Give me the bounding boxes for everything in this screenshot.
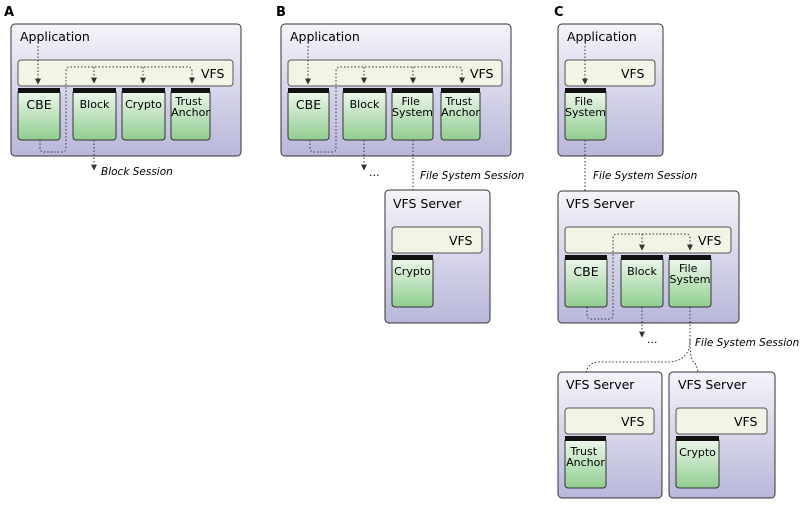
- component-label: Trust Anchor: [566, 445, 605, 469]
- vfs-label-server-c1: VFS: [698, 233, 722, 248]
- component-block-a: Block: [72, 88, 117, 141]
- application-title-a: Application: [20, 29, 90, 44]
- component-label: File System: [669, 262, 710, 286]
- component-label: Crypto: [679, 446, 716, 459]
- component-cbe-b: CBE: [287, 88, 330, 141]
- component-crypto-c: Crypto: [675, 436, 720, 489]
- component-label: Crypto: [394, 265, 431, 278]
- component-label: Crypto: [125, 98, 162, 111]
- vfs-bar-server-c3: [675, 407, 768, 435]
- component-label: File System: [565, 95, 606, 119]
- ellipsis-c: ...: [647, 333, 658, 346]
- panel-letter-c: C: [554, 5, 564, 20]
- component-file-system-c: File System: [564, 88, 607, 141]
- component-trust-anchor-a: Trust Anchor: [170, 88, 211, 141]
- application-title-b: Application: [290, 29, 360, 44]
- connector: [586, 233, 693, 320]
- vfs-label-b: VFS: [470, 66, 494, 81]
- component-trust-anchor-b: Trust Anchor: [440, 88, 481, 141]
- vfs-label-server-b: VFS: [449, 233, 473, 248]
- component-label: CBE: [573, 264, 598, 279]
- component-label: Trust Anchor: [171, 95, 210, 119]
- panel-letter-b: B: [276, 5, 286, 20]
- component-label: File System: [392, 95, 433, 119]
- component-label: CBE: [26, 97, 51, 112]
- component-crypto-server-b: Crypto: [391, 255, 434, 308]
- connector: [309, 66, 465, 153]
- panel-letter-a: A: [4, 5, 14, 20]
- vfs-server-title-c1: VFS Server: [566, 196, 635, 211]
- application-title-c: Application: [567, 29, 637, 44]
- component-trust-anchor-c: Trust Anchor: [564, 436, 607, 489]
- file-system-session-label-c2: File System Session: [695, 337, 799, 349]
- component-label: Block: [350, 98, 380, 111]
- vfs-bar-server-b: [391, 226, 483, 254]
- component-block-c: Block: [620, 255, 664, 308]
- component-cbe-c: CBE: [564, 255, 608, 308]
- vfs-server-title-c2: VFS Server: [566, 377, 635, 392]
- panel-b: B Application VFS CBE Block File System: [276, 5, 524, 324]
- component-file-system-c2: File System: [668, 255, 712, 308]
- component-label: Block: [80, 98, 110, 111]
- component-label: Trust Anchor: [441, 95, 480, 119]
- vfs-bar-server-c2: [564, 407, 655, 435]
- vfs-label-server-c2: VFS: [621, 414, 645, 429]
- block-session-label: Block Session: [101, 166, 173, 178]
- vfs-server-title-c3: VFS Server: [678, 377, 747, 392]
- vfs-label-a: VFS: [201, 66, 225, 81]
- vfs-label-c: VFS: [621, 66, 645, 81]
- file-system-session-label-c1: File System Session: [593, 170, 697, 182]
- component-block-b: Block: [342, 88, 387, 141]
- component-crypto-a: Crypto: [121, 88, 166, 141]
- connector: [39, 66, 195, 153]
- vfs-label-server-c3: VFS: [734, 414, 758, 429]
- ellipsis-b: ...: [369, 166, 380, 179]
- file-system-session-label-b: File System Session: [420, 170, 524, 182]
- component-label: Block: [627, 265, 657, 278]
- panel-a: A Application VFS CBE Block Crypto Trust…: [4, 5, 242, 178]
- component-label: CBE: [296, 97, 321, 112]
- panel-c: C Application VFS File System File Syste…: [554, 5, 799, 499]
- vfs-server-title-b: VFS Server: [393, 196, 462, 211]
- component-file-system-b: File System: [391, 88, 434, 141]
- component-cbe-a: CBE: [17, 88, 61, 141]
